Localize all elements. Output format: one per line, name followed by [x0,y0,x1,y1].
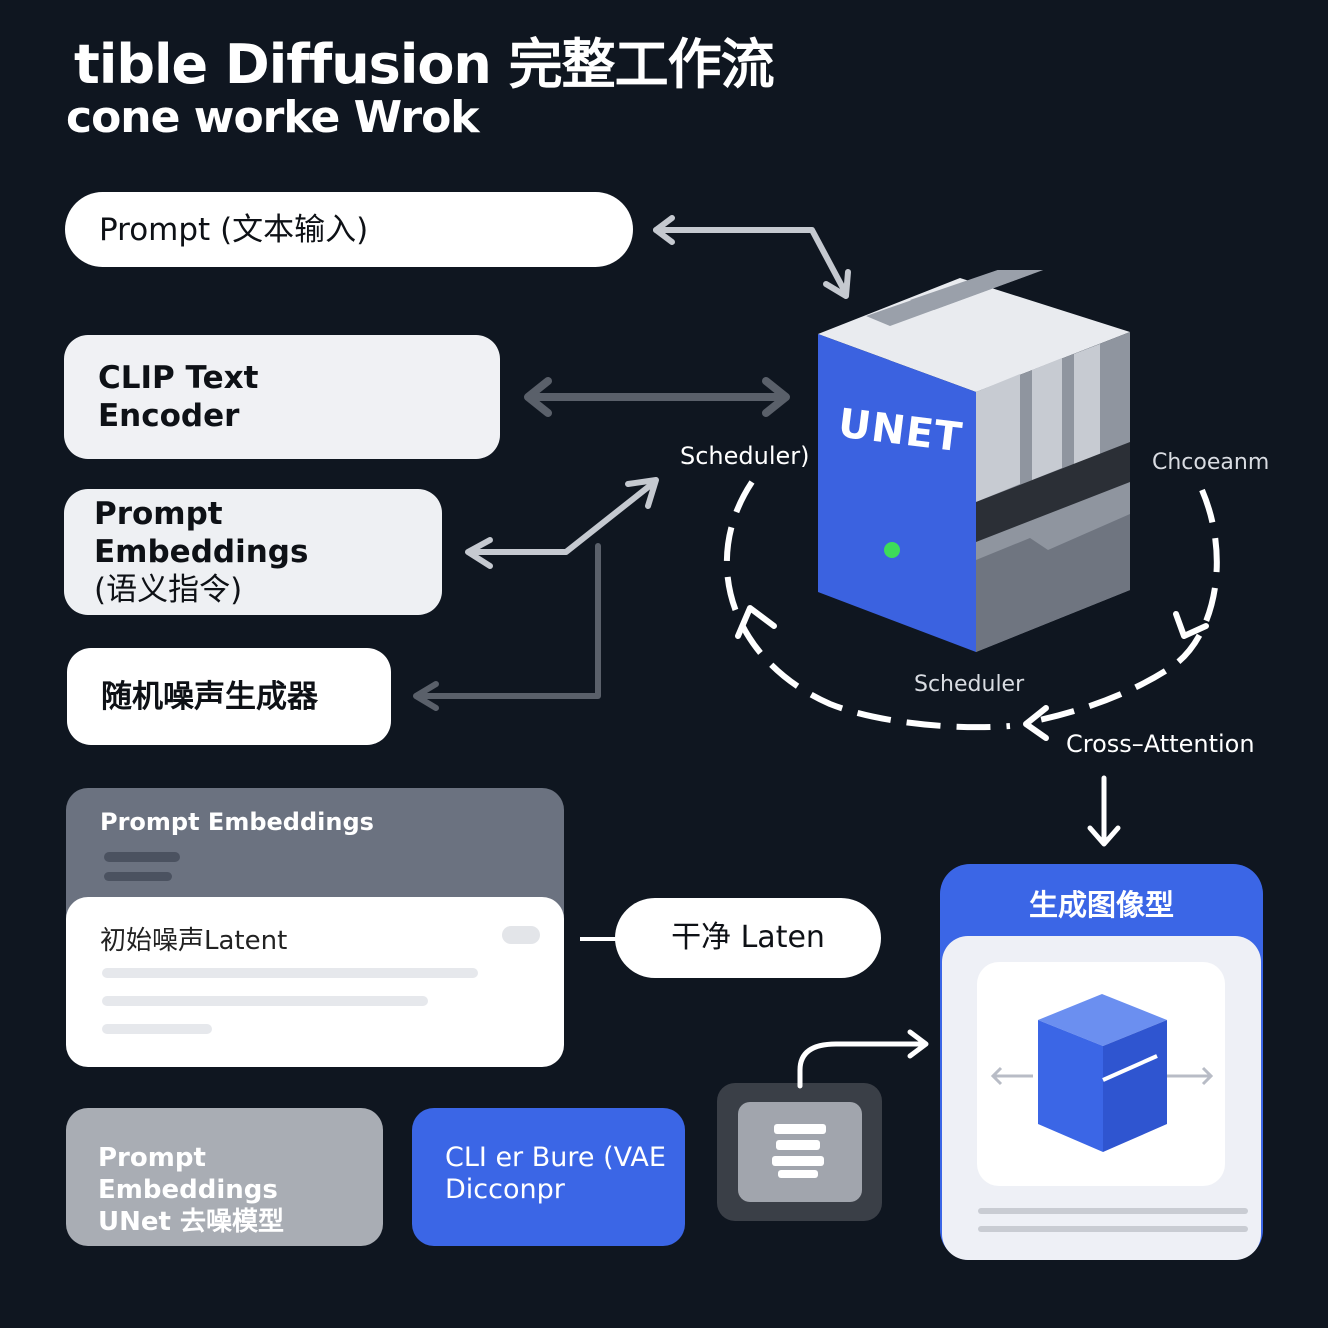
noise-generator-node[interactable]: 随机噪声生成器 [67,648,391,745]
scheduler-loop-right [1029,488,1220,725]
unet-server-front [818,334,976,652]
decoder-icon-panel [738,1102,862,1202]
scheduler-bottom-label: Scheduler [914,672,1025,697]
prompt-node[interactable]: Prompt (文本输入) [65,192,633,267]
document-icon [772,1124,826,1178]
initial-latent-card[interactable] [66,897,564,1067]
clean-latent-node[interactable]: 干净 Laten [615,898,881,978]
prompt-arrow [653,227,847,293]
prompt-embeddings-label: Prompt Embeddings [94,496,309,570]
latent-connector [580,937,616,941]
clean-latent-label: 干净 Laten [671,920,825,955]
arrowhead [907,1029,929,1059]
noise-generator-label: 随机噪声生成器 [101,678,318,715]
arrowhead [524,377,552,417]
clip-encoder-label-line2: Encoder [98,398,240,434]
arrowhead [1173,611,1209,639]
page-subtitle: cone worke Wrok [66,92,480,143]
arrowhead [1087,825,1121,847]
placeholder-line [102,996,428,1006]
scheduler-loop-left [723,480,1011,731]
prompt-embeddings-node[interactable]: Prompt Embeddings (语义指令) [64,489,442,615]
vae-decoder-label-line2: Dicconpr [445,1174,565,1205]
latent-pill [502,926,540,944]
cube-icon [990,994,1214,1152]
initial-latent-label: 初始噪声Latent [100,926,288,956]
embeddings-stack-label: Prompt Embeddings [100,808,374,836]
unet-server-icon[interactable] [800,270,1140,660]
unet-denoise-label-line2: UNet 去噪模型 [98,1207,284,1237]
unet-denoise-node[interactable]: Prompt Embeddings UNet 去噪模型 [66,1108,383,1246]
unet-status-led [884,542,900,558]
arrowhead [625,477,659,509]
page-title: tible Diffusion 完整工作流 [74,33,775,96]
unet-denoise-label-line1: Prompt Embeddings [98,1143,278,1205]
arrowhead [735,605,777,639]
loop-right-label: Chcoeanm [1152,450,1270,475]
output-image-title: 生成图像型 [1028,888,1174,922]
placeholder-line [102,968,478,978]
prompt-node-label: Prompt (文本输入) [99,211,369,248]
clip-encoder-node[interactable]: CLIP Text Encoder [64,335,500,459]
scheduler-top-label: Scheduler) [680,442,810,470]
embed-arrow [467,481,655,555]
vae-decoder-node[interactable]: CLI er Bure (VAE Dicconpr [412,1108,685,1246]
arrowhead [465,537,493,569]
placeholder-line [102,1024,212,1034]
decoder-arrow [797,1041,925,1089]
arrowhead [413,681,439,711]
output-caption-line [978,1208,1248,1214]
arrowhead [823,269,851,299]
clip-encoder-label-line1: CLIP Text [98,360,259,396]
cross-attention-label: Cross–Attention [1066,730,1255,758]
stack-bar [104,852,180,862]
vae-decoder-label-line1: CLI er Bure (VAE [445,1142,666,1173]
prompt-embeddings-sublabel: (语义指令) [94,572,243,608]
arrowhead [762,377,790,417]
noise-arrow [415,543,601,699]
output-caption-line [978,1226,1248,1232]
arrowhead [1023,705,1049,741]
arrowhead [653,215,675,245]
stack-bar [104,872,172,881]
